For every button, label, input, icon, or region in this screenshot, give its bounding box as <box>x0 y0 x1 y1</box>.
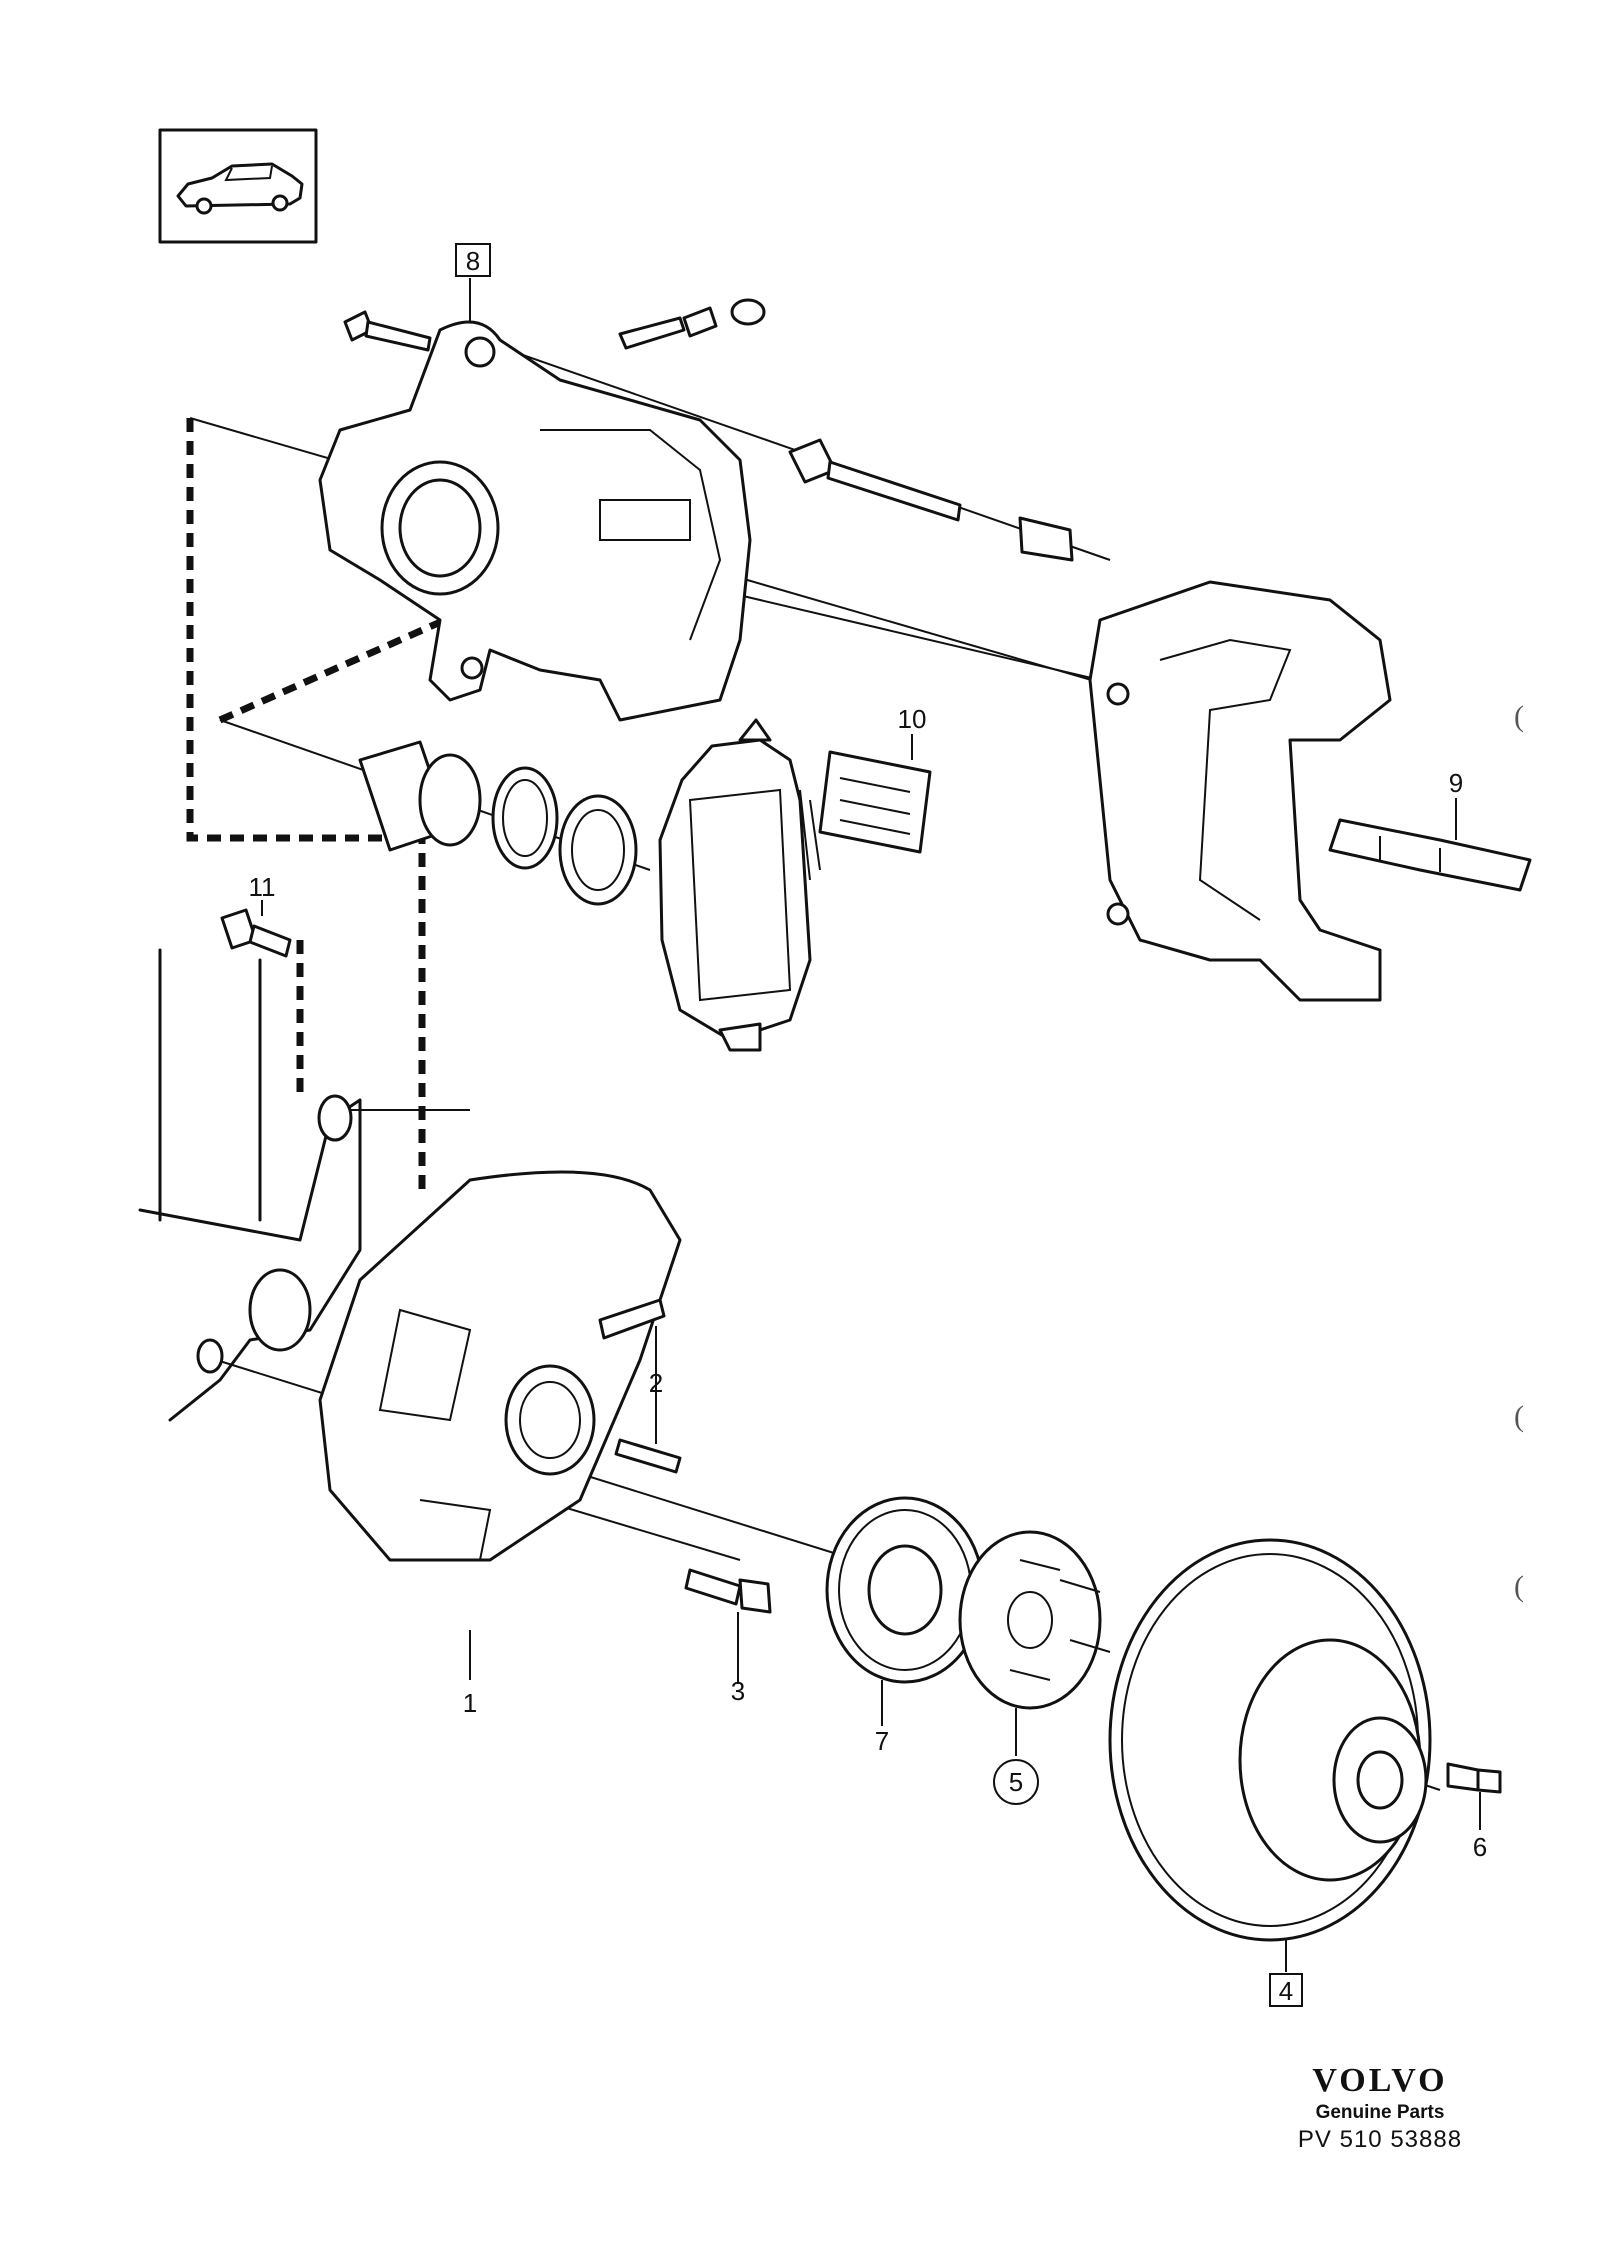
callout-3: 3 <box>731 1676 745 1706</box>
callout-8: 8 <box>466 246 480 276</box>
brand-logo: VOLVO <box>1312 2062 1448 2099</box>
shield-wedges <box>598 1298 682 1474</box>
disc-guide-pin <box>1446 1762 1502 1794</box>
pad-retainer-clip <box>1328 818 1532 892</box>
brake-pad <box>658 718 812 1052</box>
margin-mark: ( <box>1514 1570 1524 1603</box>
drawing-number: PV 510 53888 <box>1297 2126 1463 2153</box>
brake-caliper-housing <box>318 320 752 722</box>
callout-frames <box>455 243 1303 2007</box>
carrier-mounting-bolt <box>220 908 292 958</box>
margin-mark: ( <box>1514 700 1524 733</box>
callout-1: 1 <box>463 1688 477 1718</box>
abs-pulse-ring <box>825 1496 985 1684</box>
vehicle-thumbnail <box>158 128 318 244</box>
genuine-parts-label: Genuine Parts <box>1315 2102 1445 2123</box>
caliper-guide-bolts <box>343 298 1074 562</box>
callout-9: 9 <box>1449 768 1463 798</box>
callout-2: 2 <box>649 1368 663 1398</box>
piston-seal-kit <box>358 740 638 906</box>
brake-disc <box>1108 1538 1432 1942</box>
footer-block: VOLVO Genuine Parts PV 510 53888 <box>1280 2062 1480 2154</box>
leader-lines <box>261 278 1481 1972</box>
caliper-carrier-bracket <box>1088 580 1392 1002</box>
callout-6: 6 <box>1473 1832 1487 1862</box>
wheel-hub <box>958 1530 1111 1710</box>
shield-bolt <box>684 1568 772 1614</box>
brake-splash-shield <box>318 1170 682 1562</box>
callout-4: 4 <box>1279 1976 1293 2006</box>
callout-7: 7 <box>875 1726 889 1756</box>
callout-11: 11 <box>249 872 276 902</box>
anti-rattle-spring <box>799 750 932 881</box>
callout-5: 5 <box>1009 1767 1023 1797</box>
margin-mark: ( <box>1514 1400 1524 1433</box>
steering-knuckle <box>138 948 362 1422</box>
callout-10: 10 <box>898 704 927 734</box>
